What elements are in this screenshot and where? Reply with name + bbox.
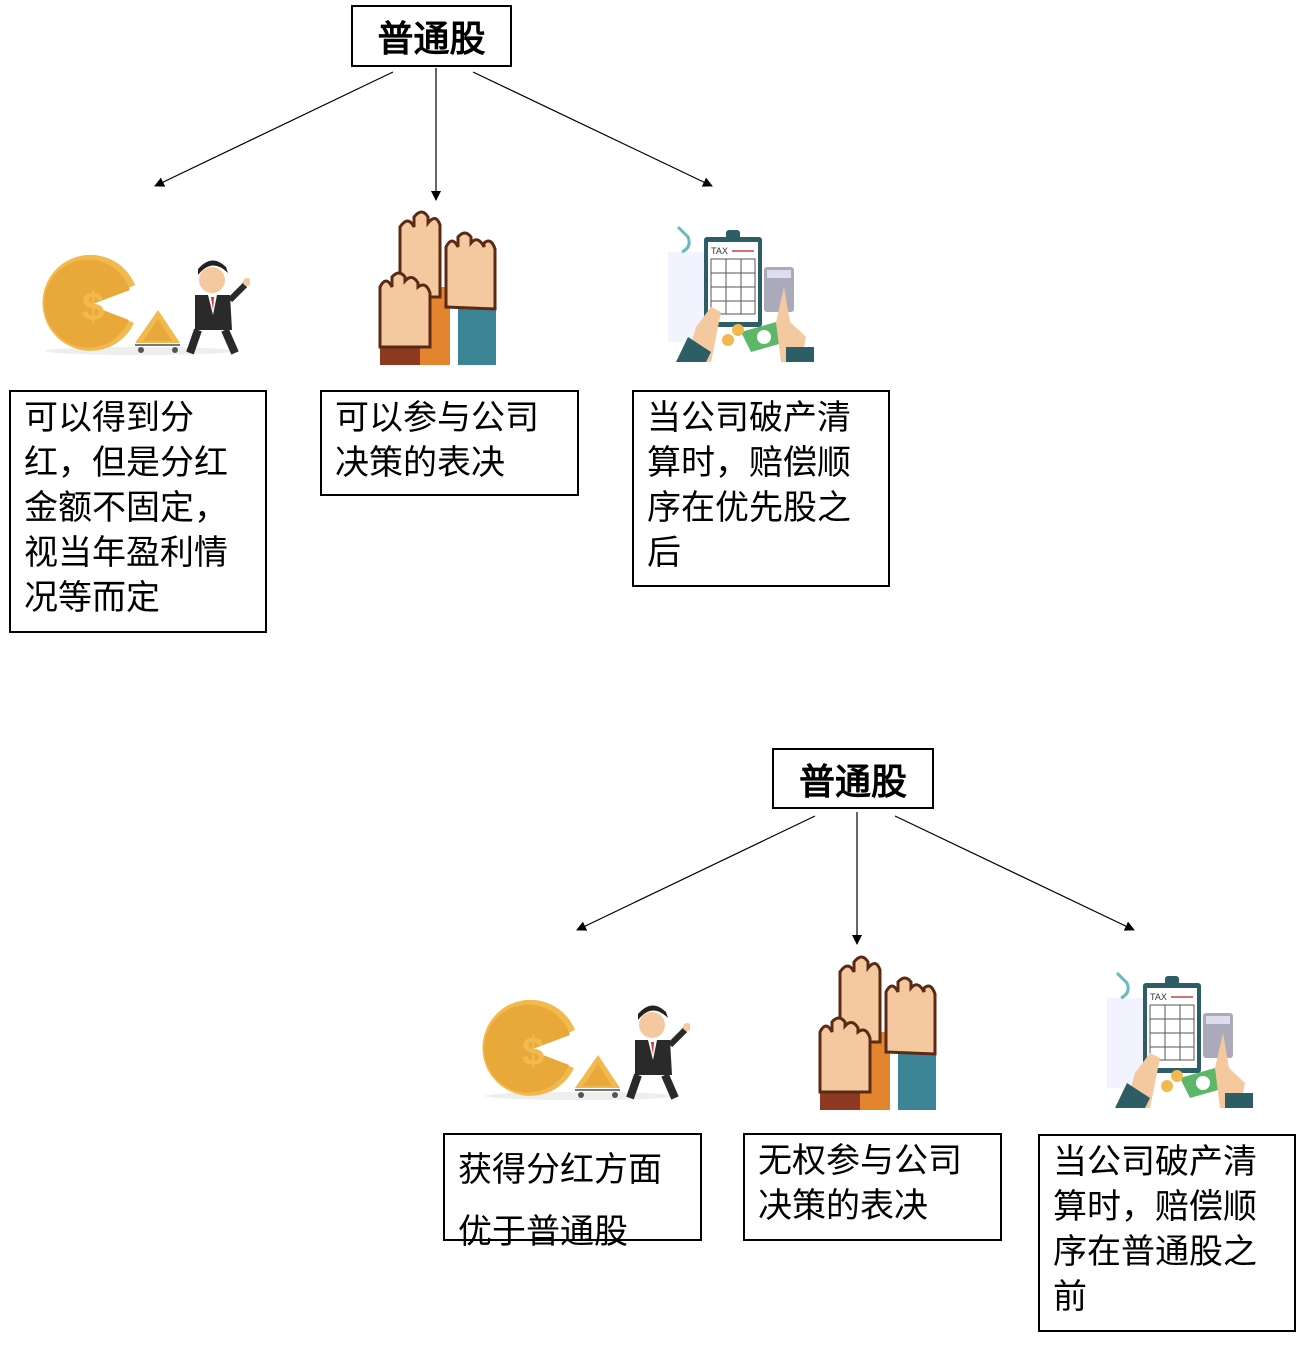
diagram-2-item-2-text: 无权参与公司决策的表决: [743, 1133, 1002, 1241]
diagram-2-item-1-text: 获得分红方面优于普通股: [443, 1133, 702, 1252]
arrow-to-item-1: [154, 71, 394, 187]
diagram-2-item-3-text: 当公司破产清算时，赔偿顺序在普通股之前: [1038, 1134, 1296, 1332]
arrow-to-item-3: [472, 71, 713, 187]
tax-clipboard-calculator-icon: TAX: [1105, 958, 1255, 1108]
tax-clipboard-calculator-icon: TAX: [666, 212, 816, 362]
tax-label: TAX: [711, 246, 728, 256]
coin-pie-businessman-icon: [40, 255, 250, 355]
diagram-1-title: 普通股: [351, 5, 512, 67]
arrow-to-item-3: [894, 815, 1135, 931]
arrow-to-item-1: [576, 815, 816, 931]
diagram-2-title: 普通股: [772, 748, 934, 809]
diagram-1-item-1-text: 可以得到分红，但是分红金额不固定，视当年盈利情况等而定: [9, 390, 267, 633]
tax-label: TAX: [1150, 992, 1167, 1002]
coin-pie-businessman-icon: [480, 1000, 690, 1100]
diagram-1-item-3-text: 当公司破产清算时，赔偿顺序在优先股之后: [632, 390, 890, 587]
raised-hands-icon: [818, 952, 938, 1112]
diagram-1-item-2-text: 可以参与公司决策的表决: [320, 390, 579, 496]
raised-hands-icon: [378, 207, 498, 367]
